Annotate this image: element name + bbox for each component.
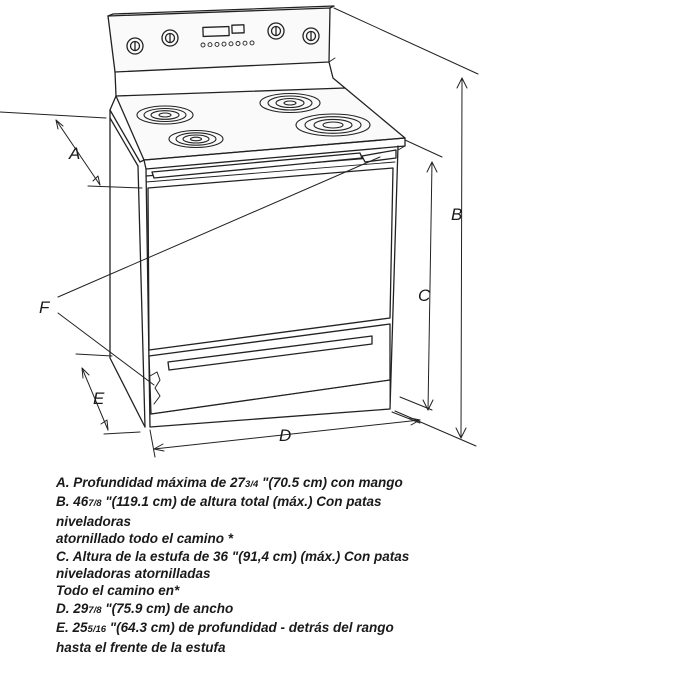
dimension-label-b: B bbox=[451, 205, 463, 224]
dimension-label-c: C bbox=[418, 286, 431, 305]
legend-line-e: E. 255/16 "(64.3 cm) de profundidad - de… bbox=[56, 620, 394, 636]
dimension-label-e: E bbox=[93, 389, 105, 408]
dimension-label-a: A bbox=[69, 144, 81, 163]
dimension-label-d: D bbox=[279, 426, 292, 445]
callout-label-f: F bbox=[39, 298, 50, 317]
legend-line-b-cont: atornillado todo el camino * bbox=[56, 531, 234, 547]
dimension-legend: A. Profundidad máxima de 273/4 "(70.5 cm… bbox=[56, 474, 676, 656]
range-body bbox=[109, 117, 406, 428]
legend-line-c-cont: niveladoras atornilladas bbox=[56, 566, 211, 582]
legend-line-d: D. 297/8 "(75.9 cm) de ancho bbox=[56, 600, 234, 616]
legend-line-b-cont: niveladoras bbox=[56, 513, 132, 529]
legend-line-c-cont: Todo el camino en* bbox=[56, 583, 180, 599]
control-panel bbox=[107, 5, 346, 97]
range-line-drawing bbox=[0, 5, 479, 458]
legend-line-a: A. Profundidad máxima de 273/4 "(70.5 cm… bbox=[56, 475, 403, 490]
dimension-lines bbox=[0, 7, 479, 458]
oven-knob-icon bbox=[126, 22, 320, 55]
legend-line-c: C. Altura de la estufa de 36 "(91,4 cm) … bbox=[56, 548, 410, 564]
legend-line-e-cont: hasta el frente de la estufa bbox=[56, 639, 226, 655]
burner-icon bbox=[136, 92, 371, 149]
legend-line-b: B. 467/8 "(119.1 cm) de altura total (má… bbox=[56, 494, 382, 510]
clock-display bbox=[200, 24, 255, 48]
